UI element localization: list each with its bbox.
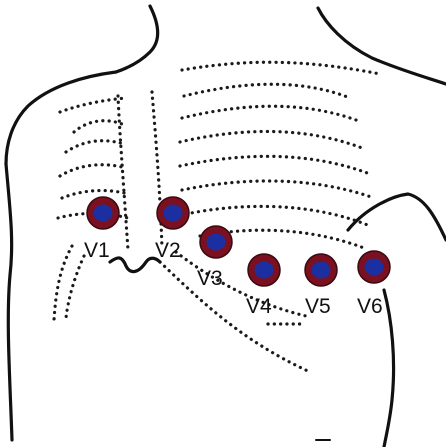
rib-right-6 [186,206,370,226]
neck-right [318,8,446,84]
rib-left-6 [54,246,72,320]
electrode-center [255,262,274,279]
rib-right-2 [182,106,356,120]
arm-right-inner [384,290,394,447]
electrode-label: V1 [84,239,110,262]
rib-right-8 [160,262,310,372]
electrode-center [312,262,331,279]
rib-right-1 [184,84,350,98]
rib-left-1 [74,121,122,132]
torso-outline [6,6,446,447]
electrode-label: V6 [357,295,383,318]
torso-left-side [6,164,12,440]
rib-right-3 [180,131,362,148]
electrode-label: V5 [305,295,331,318]
electrode-center [164,205,183,222]
electrode-center [207,234,226,251]
electrode-v5: V5 [305,254,337,318]
electrode-v6: V6 [357,251,390,318]
shoulder-left [6,72,116,164]
electrode-v1: V1 [84,197,119,262]
clavicle-left [60,98,126,112]
electrode-center [365,259,384,276]
electrode-v3: V3 [197,226,232,290]
electrode-label: V4 [246,295,272,318]
armpit-right [348,194,446,240]
clavicle-right [182,62,380,74]
rib-left-4 [62,191,128,198]
rib-right-9 [176,252,306,316]
electrode-label: V2 [155,239,181,262]
rib-left-2 [66,141,124,152]
rib-right-5 [182,181,374,198]
electrode-label: V3 [197,267,223,290]
neck-left [116,6,158,72]
sternum-right [152,92,162,248]
rib-right-4 [180,156,370,174]
rib-left-3 [60,165,126,176]
rib-left-7 [66,256,84,318]
sternum-left [118,96,128,250]
electrode-center [94,205,113,222]
xiphoid-notch [110,258,160,272]
